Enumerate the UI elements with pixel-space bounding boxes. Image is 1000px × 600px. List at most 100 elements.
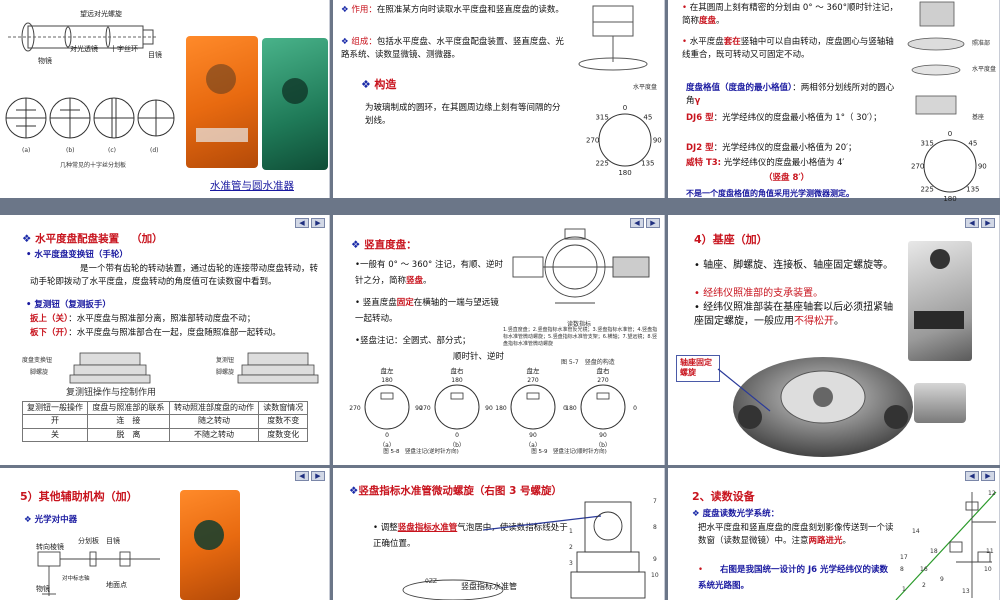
telescope-diagram	[8, 22, 158, 52]
reticle-label-d: (d)	[150, 147, 159, 154]
dial-label: 180	[943, 195, 956, 203]
composition-line: ❖ 组成：包括水平度盘、水平度盘配盘装置、竖直度盘、光路系统、读数显微镜、测微器…	[341, 37, 564, 61]
slide-auxiliary[interactable]: ◀ ▶ 5）其他辅助机构（加） ❖ 光学对中器 转向棱镜 分划板 目镜 物镜 对…	[0, 468, 330, 600]
slide-index-level[interactable]: ❖竖盘指标水准管微动螺旋（右图 3 号螺旋） • 调整竖盘指标水准管气泡居中，使…	[333, 468, 665, 600]
dial-number: 90	[599, 432, 607, 439]
dial-letter: （b）	[595, 442, 611, 449]
num-11: 11	[986, 548, 994, 555]
slide-base[interactable]: ◀ ▶ 4）基座（加） • 轴座、脚螺旋、连接板、轴座固定螺旋等。 • 经纬仪照…	[668, 215, 1000, 465]
label-plate: 分划板	[78, 537, 99, 545]
slide-reading-device[interactable]: ◀ ▶ 2、读数设备 ❖ 度盘读数光学系统： 把水平度盘和竖直度盘的度盘刻划影像…	[668, 468, 1000, 600]
th-action: 转动照准部度盘的动作	[168, 400, 260, 416]
reticle-label-a: (a)	[22, 147, 31, 154]
prev-slide-button[interactable]: ◀	[965, 471, 979, 481]
label-ring: 望远对光螺旋	[80, 10, 122, 18]
nav-buttons-s4: ◀ ▶	[295, 218, 325, 228]
dial-number: 180	[495, 405, 507, 412]
slide-circle-setting[interactable]: ◀ ▶ ❖ 水平度盘配盘装置（加） • 水平度盘变换钮（手轮） 是一个带有齿轮的…	[0, 215, 330, 465]
dial-label: 225	[920, 185, 933, 193]
lock-screw-tag: 轴座固定螺旋	[676, 355, 720, 382]
next-slide-button[interactable]: ▶	[981, 218, 995, 228]
num-16: 16	[920, 566, 928, 573]
label-prism: 转向棱镜	[36, 543, 64, 551]
dial-number: 90	[415, 405, 423, 412]
slide-horizontal-circle[interactable]: ❖ 作用：在照准某方向时读取水平度盘和竖直度盘的读数。 ❖ 组成：包括水平度盘、…	[333, 0, 665, 198]
vertical-fig-number: 图 5-7 竖盘的构造	[561, 359, 615, 366]
photo-caption: 水准管与圆水准器	[210, 180, 294, 192]
dial-number: 0	[563, 405, 567, 412]
label-axis: 对中标志轴	[62, 576, 90, 582]
num-1: 1	[902, 586, 906, 593]
optical-plummet-bullet: ❖ 光学对中器	[24, 515, 78, 525]
optical-path-diagram	[895, 491, 997, 600]
next-slide-button[interactable]: ▶	[311, 218, 325, 228]
dial-number: 270	[597, 377, 609, 384]
prev-slide-button[interactable]: ◀	[295, 471, 309, 481]
fig-left-label-1: 度盘变换钮	[22, 357, 53, 364]
dial-label: 180	[618, 169, 631, 177]
nav-buttons-s7: ◀ ▶	[295, 471, 325, 481]
index-bullet: • 调整竖盘指标水准管气泡居中，使读数指标线处于正确位置。	[373, 523, 568, 550]
side-label-circle: 水平度盘	[972, 66, 997, 73]
prev-slide-button[interactable]: ◀	[295, 218, 309, 228]
table-row: 开 连 接 随之转动 度数不变	[21, 414, 308, 429]
reading-bullet: ❖ 度盘读数光学系统：	[692, 509, 780, 519]
dial-label: 90	[978, 162, 987, 170]
cell: 开	[21, 414, 89, 429]
slide-telescope-reticle[interactable]: 望远对光螺旋 物镜 对光透镜 十字丝环 目镜 (a) (b) (c) (d) 几…	[0, 0, 330, 198]
num-8: 8	[653, 524, 657, 531]
cell: 关	[21, 427, 89, 443]
repetition-bullet: • 复测钮（复测扳手）	[26, 300, 111, 310]
table-row: 关 脱 离 不随之转动 度数变化	[21, 427, 308, 443]
next-slide-button[interactable]: ▶	[311, 471, 325, 481]
lever-down: 板下（开）：水平度盘与照准部合在一起，度盘随照准部一起转动。	[30, 328, 281, 338]
nav-buttons-s5: ◀ ▶	[630, 218, 660, 228]
theodolite-photo-3	[180, 490, 240, 600]
dial-title: 盘左	[381, 366, 395, 375]
table-caption: 复测钮操作与控制作用	[66, 388, 157, 398]
prev-slide-button[interactable]: ◀	[630, 218, 644, 228]
cell: 度数不变	[258, 414, 308, 429]
nav-buttons-s6: ◀ ▶	[965, 218, 995, 228]
dial-label: 315	[595, 114, 608, 122]
label-objective: 物镜	[36, 585, 50, 593]
dial-number: 270	[419, 405, 431, 412]
dial-number: 0	[633, 405, 637, 412]
vertical-fig-caption: 1.竖直度盘；2.竖盘指标水准管反光镜；3.竖盘指标水准管；4.竖盘指标水准管微…	[503, 327, 658, 347]
dial-label: 225	[595, 159, 608, 167]
fig-right-label-2: 脚螺旋	[216, 369, 235, 376]
label-thread: 十字丝环	[110, 45, 138, 53]
label-objective: 物镜	[38, 57, 52, 65]
dial-number: 90	[485, 405, 493, 412]
dial-label: 315	[920, 140, 933, 148]
num-9: 9	[653, 556, 657, 563]
dial-number: 90	[529, 432, 537, 439]
reticle-patterns	[5, 97, 175, 139]
cell: 随之转动	[168, 414, 260, 429]
reticle-label-c: (c)	[108, 147, 116, 154]
dial-number: 0	[385, 432, 389, 439]
next-slide-button[interactable]: ▶	[981, 471, 995, 481]
num-3: 3	[569, 560, 573, 567]
dial-label: 0	[948, 130, 952, 138]
base-b2: • 经纬仪照准部的支承装置。	[694, 288, 824, 299]
dial-letter: （a）	[525, 442, 541, 449]
theodolite-photo-base	[908, 241, 972, 361]
prev-slide-button[interactable]: ◀	[965, 218, 979, 228]
base-b3: • 经纬仪照准部装在基座轴套以后必须扭紧轴座固定螺旋，一般应用不得松开。	[694, 302, 894, 327]
base-title: 4）基座（加）	[694, 233, 768, 246]
fig-left-label-2: 脚螺旋	[30, 369, 49, 376]
tribrach-photo	[733, 357, 913, 457]
next-slide-button[interactable]: ▶	[646, 218, 660, 228]
num-13: 13	[962, 588, 970, 595]
structure-heading: ❖ 构造	[361, 78, 397, 91]
reading-para-2: • 右图是我国统一设计的 J6 光学经纬仪的读数系统光路图。	[698, 565, 889, 592]
t3-para: 威特 T3: 光学经纬仪的度盘最小格值为 4′	[686, 158, 845, 168]
dial-label: 45	[643, 114, 652, 122]
setting-fig-right	[237, 352, 319, 384]
slide-circle-graduation[interactable]: • 在其圆周上刻有精密的分划由 0° ～ 360°顺时针注记，简称度盘。 • 水…	[668, 0, 1000, 203]
dial-letter: （b）	[449, 442, 465, 449]
num-9: 9	[940, 576, 944, 583]
slide-vertical-circle[interactable]: ◀ ▶ ❖ 竖直度盘： •一般有 0° ～ 360° 注记，有顺、逆时针之分，简…	[333, 215, 665, 465]
